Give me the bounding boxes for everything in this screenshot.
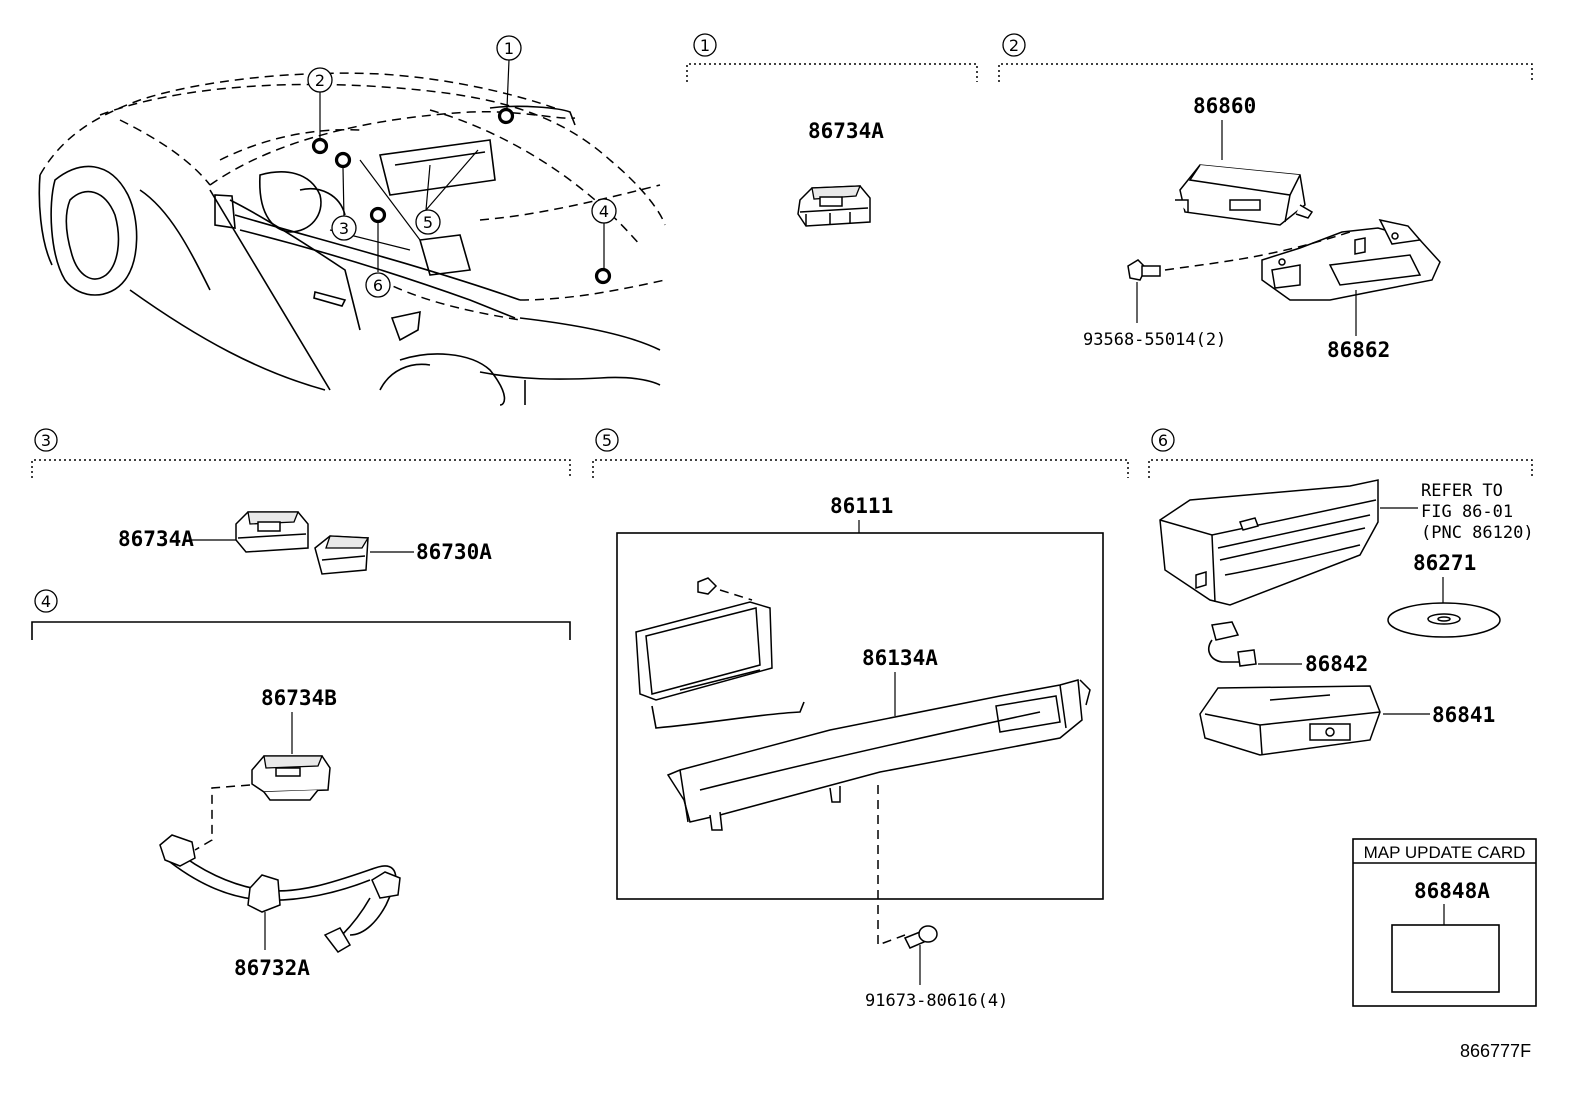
overview-callout-6: 6 <box>365 272 391 298</box>
svg-text:2: 2 <box>1009 36 1019 55</box>
section-2-bracket <box>998 63 1533 82</box>
assembly-box-86111 <box>616 532 1104 900</box>
overview-callout-5: 5 <box>415 209 441 235</box>
map-update-card-header: MAP UPDATE CARD <box>1364 843 1526 862</box>
section-1-bracket <box>686 63 978 82</box>
wire-harness-86732A <box>159 834 401 953</box>
svg-text:5: 5 <box>602 431 612 450</box>
refer-line-2: FIG 86-01 <box>1421 502 1513 522</box>
figure-id: 866777F <box>1460 1041 1531 1061</box>
section-3-number: 3 <box>34 428 58 452</box>
svg-text:5: 5 <box>423 213 433 232</box>
section-6-bracket <box>1148 459 1533 478</box>
part-label-86848A: 86848A <box>1414 879 1490 903</box>
switch-86730A <box>314 535 370 575</box>
refer-line-1: REFER TO <box>1421 481 1503 501</box>
refer-line-3: (PNC 86120) <box>1421 523 1534 543</box>
display-housing-86134A <box>666 679 1091 831</box>
overview-callout-1: 1 <box>496 35 522 61</box>
section-6-number: 6 <box>1151 428 1175 452</box>
section-4: 4 86734B 86732A <box>31 589 571 980</box>
part-label-86842: 86842 <box>1305 652 1368 676</box>
part-label-86734A-s3: 86734A <box>118 527 194 551</box>
section-6: 6 REFER TO FIG 86-01 (PNC 86120) 86271 <box>1148 428 1534 756</box>
section-4-bracket <box>31 621 571 640</box>
section-2-number: 2 <box>1002 33 1026 57</box>
section-1-number: 1 <box>693 33 717 57</box>
navigation-switch-86734A-s3 <box>235 511 309 553</box>
svg-text:3: 3 <box>41 431 51 450</box>
section-5: 5 86111 86134A <box>592 428 1129 1011</box>
overview-callout-3: 3 <box>331 215 357 241</box>
overview-callout-4: 4 <box>591 198 617 224</box>
map-disc-86271 <box>1387 602 1501 638</box>
part-label-86730A: 86730A <box>416 540 492 564</box>
tuner-86841 <box>1199 685 1381 756</box>
part-label-86734B: 86734B <box>261 686 337 710</box>
part-label-86734A-s1: 86734A <box>808 119 884 143</box>
svg-text:1: 1 <box>700 36 710 55</box>
bolt-93568-55014 <box>1127 259 1161 281</box>
part-label-86271: 86271 <box>1413 551 1476 575</box>
navigation-receiver-unit <box>1159 479 1379 606</box>
overview-component-markers <box>311 107 612 285</box>
bracket-86862 <box>1261 218 1441 301</box>
section-2: 2 86860 86862 93568- <box>998 33 1533 362</box>
part-label-93568-55014: 93568-55014(2) <box>1083 330 1226 350</box>
svg-text:2: 2 <box>315 71 325 90</box>
section-4-number: 4 <box>34 589 58 613</box>
amplifier-86860 <box>1175 164 1314 226</box>
svg-text:4: 4 <box>41 592 51 611</box>
part-label-86111: 86111 <box>830 494 893 518</box>
section-3-bracket <box>31 459 571 478</box>
display-panel <box>635 577 805 729</box>
vehicle-overview-illustration <box>38 72 666 406</box>
svg-text:6: 6 <box>1158 431 1168 450</box>
part-label-86134A: 86134A <box>862 646 938 670</box>
part-label-86732A: 86732A <box>234 956 310 980</box>
cable-86842 <box>1208 621 1257 667</box>
switch-86734B <box>251 755 331 801</box>
section-5-bracket <box>592 459 1129 478</box>
map-update-card-box: MAP UPDATE CARD 86848A <box>1352 838 1537 1007</box>
section-1: 1 86734A <box>686 33 978 227</box>
svg-text:6: 6 <box>373 276 383 295</box>
overview-callout-2: 2 <box>307 67 333 93</box>
section-5-number: 5 <box>595 428 619 452</box>
svg-text:4: 4 <box>599 202 609 221</box>
map-update-card-illustration <box>1391 924 1500 993</box>
navigation-switch-86734A-s1 <box>797 185 871 227</box>
screw-91673-80616 <box>903 925 938 949</box>
section-3: 3 86734A 86730A <box>31 428 571 575</box>
part-label-91673-80616: 91673-80616(4) <box>865 991 1008 1011</box>
svg-text:1: 1 <box>504 39 514 58</box>
part-label-86860: 86860 <box>1193 94 1256 118</box>
svg-text:3: 3 <box>339 219 349 238</box>
part-label-86862: 86862 <box>1327 338 1390 362</box>
part-label-86841: 86841 <box>1432 703 1495 727</box>
